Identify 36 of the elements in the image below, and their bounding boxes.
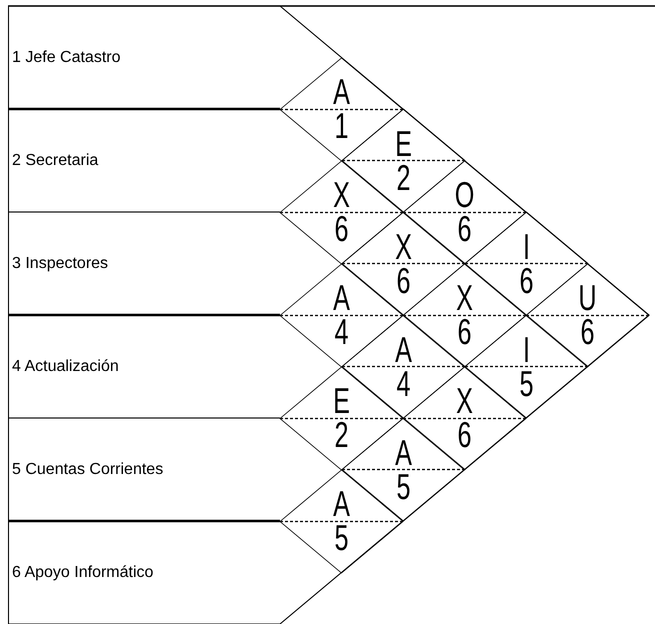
reason-code: 6 bbox=[456, 418, 472, 452]
reason-code: 1 bbox=[334, 109, 350, 143]
closeness-rating: A bbox=[332, 75, 351, 109]
closeness-rating: X bbox=[455, 384, 474, 418]
department-label: 6 Apoyo Informático bbox=[11, 564, 154, 582]
reason-code: 4 bbox=[395, 366, 411, 400]
reason-code: 2 bbox=[395, 160, 411, 194]
reason-code: 5 bbox=[395, 470, 411, 504]
closeness-rating: A bbox=[394, 332, 413, 366]
closeness-rating: U bbox=[577, 281, 598, 315]
closeness-rating: A bbox=[394, 436, 413, 470]
closeness-rating: X bbox=[332, 178, 351, 212]
reason-code: 6 bbox=[395, 264, 411, 298]
department-label: 4 Actualización bbox=[11, 358, 119, 376]
closeness-rating: I bbox=[522, 230, 530, 264]
reason-code: 6 bbox=[456, 315, 472, 349]
reason-code: 6 bbox=[518, 264, 534, 298]
closeness-rating: I bbox=[522, 332, 530, 366]
reason-code: 6 bbox=[580, 315, 596, 349]
reason-code: 5 bbox=[518, 366, 534, 400]
reason-code: 2 bbox=[334, 418, 350, 452]
reason-code: 5 bbox=[334, 521, 350, 555]
department-label: 2 Secretaria bbox=[11, 152, 98, 170]
closeness-rating: X bbox=[455, 281, 474, 315]
reason-code: 6 bbox=[334, 212, 350, 246]
closeness-rating: X bbox=[394, 230, 412, 264]
reason-code: 6 bbox=[456, 212, 472, 246]
department-label: 5 Cuentas Corrientes bbox=[11, 460, 164, 478]
closeness-rating: E bbox=[394, 126, 412, 160]
closeness-rating: A bbox=[332, 281, 351, 315]
closeness-rating: E bbox=[332, 384, 351, 418]
department-label: 3 Inspectores bbox=[11, 254, 108, 272]
closeness-rating: A bbox=[332, 487, 351, 521]
closeness-rating: O bbox=[454, 178, 476, 212]
department-label: 1 Jefe Catastro bbox=[11, 48, 120, 66]
reason-code: 4 bbox=[334, 315, 350, 349]
